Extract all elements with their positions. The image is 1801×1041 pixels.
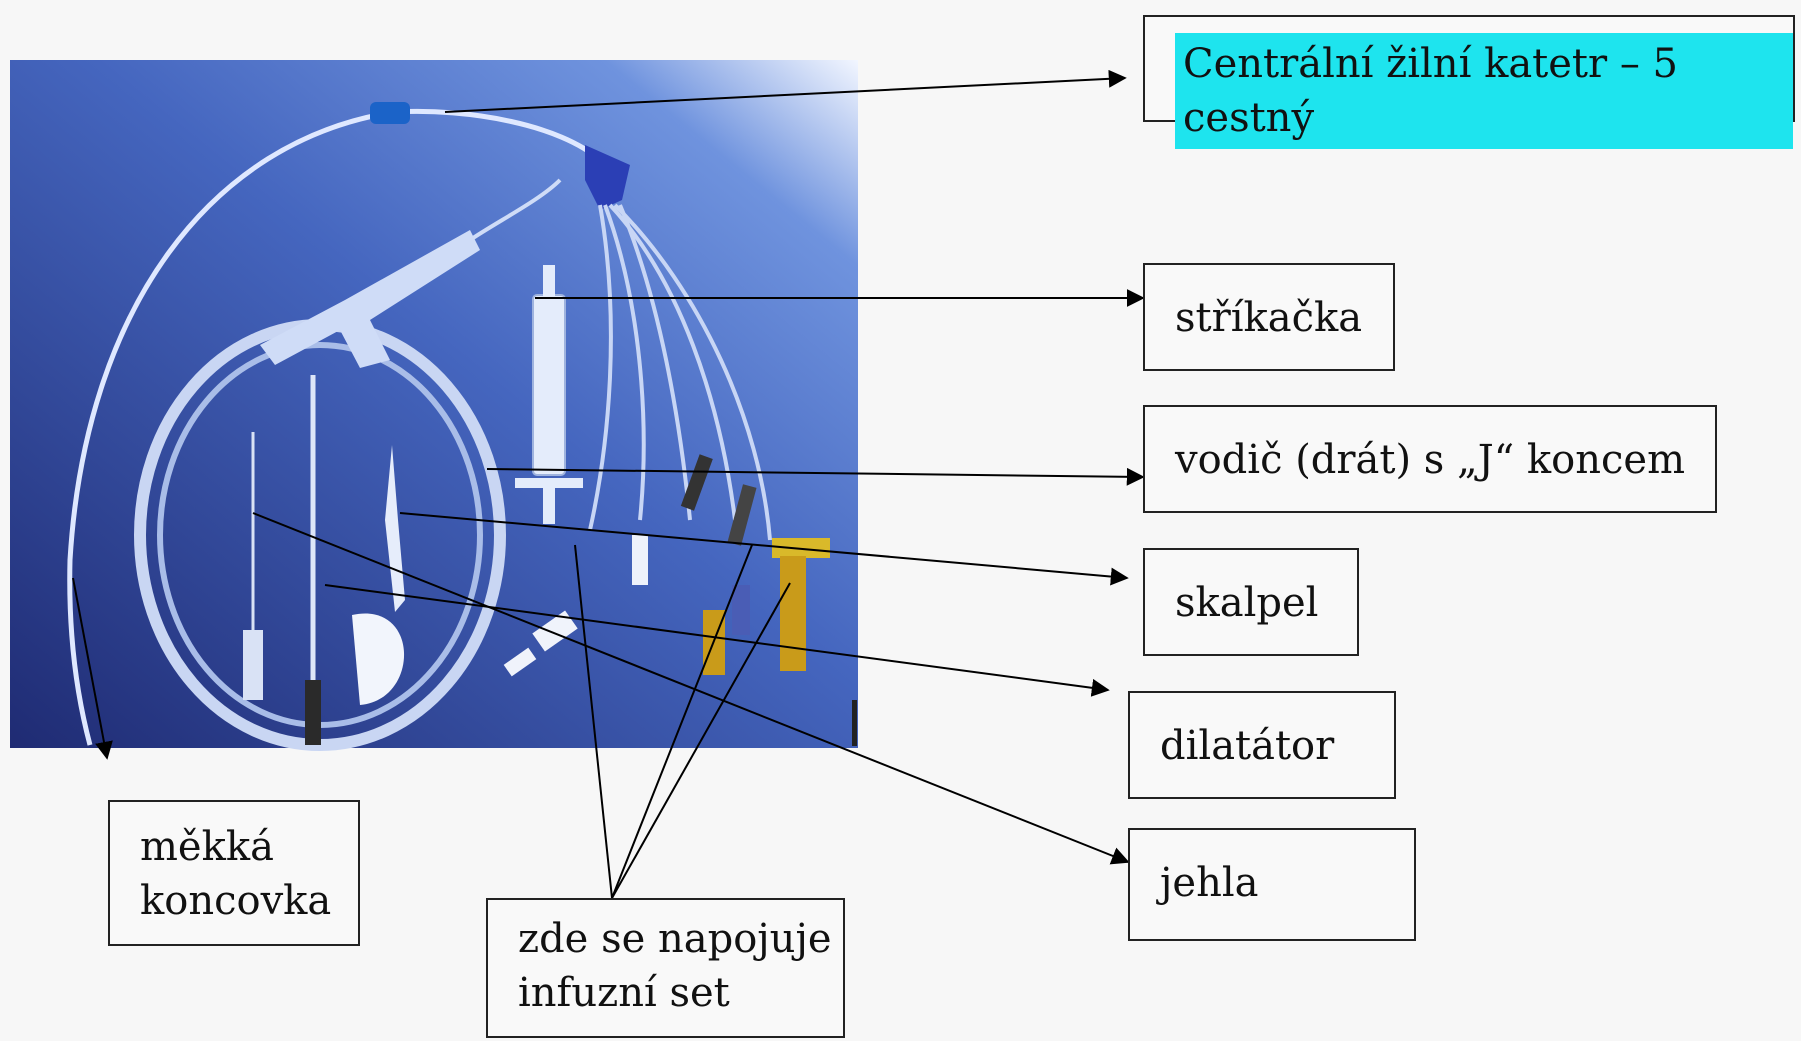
leader-port-1 [574,544,613,899]
catheter-kit-photo [10,60,858,751]
soft-tip-label: měkká koncovka [140,824,332,924]
dilator-label: dilatátor [1160,723,1335,769]
arrow-scalpel [399,512,1129,586]
needle-label-box: jehla [1128,828,1416,941]
title-label: Centrální žilní katetr – 5 cestný [1175,33,1793,149]
arrow-needle [252,512,1130,865]
scalpel-label: skalpel [1175,580,1319,626]
needle-label: jehla [1160,860,1259,906]
syringe-label: stříkačka [1175,295,1363,341]
soft-tip-label-box: měkká koncovka [108,800,360,946]
arrow-title [444,69,1127,113]
arrow-soft-tip [72,577,113,760]
title-label-box: Centrální žilní katetr – 5 cestný [1143,15,1795,149]
infusion-port-label: zde se napojuje infuzní set [518,916,832,1016]
arrow-dilator [324,584,1110,697]
arrow-guidewire [486,467,1145,486]
leader-port-3 [611,582,791,899]
leader-port-2 [611,544,753,899]
syringe-label-box: stříkačka [1143,263,1395,371]
guidewire-label-box: vodič (drát) s „J“ koncem [1143,405,1717,513]
infusion-port-label-box: zde se napojuje infuzní set [486,898,845,1038]
dilator-label-box: dilatátor [1128,691,1396,799]
guidewire-label: vodič (drát) s „J“ koncem [1175,437,1686,483]
arrows [72,69,1145,899]
scalpel-label-box: skalpel [1143,548,1359,656]
